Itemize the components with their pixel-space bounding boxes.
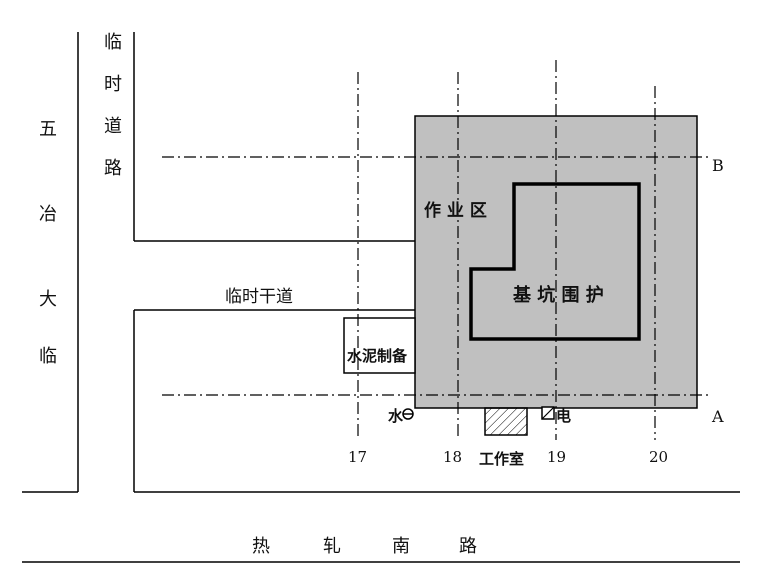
temp-road-char: 路 bbox=[104, 158, 122, 179]
cement-prep-station bbox=[343, 317, 416, 374]
water-label: 水 bbox=[388, 407, 404, 425]
south-road-char: 路 bbox=[459, 536, 477, 557]
pit-support-label: 基 坑 围 护 bbox=[513, 285, 604, 306]
electricity-label: 电 bbox=[556, 407, 572, 425]
axis-18-label: 18 bbox=[443, 448, 463, 466]
south-road-char: 轧 bbox=[323, 536, 341, 557]
south-road-char: 热 bbox=[252, 536, 270, 557]
temp-road-char: 道 bbox=[104, 116, 122, 137]
south-road-char: 南 bbox=[392, 536, 410, 557]
wuye-road-char: 大 bbox=[39, 289, 57, 310]
axis-20-label: 20 bbox=[649, 448, 669, 466]
wuye-road-char: 临 bbox=[39, 346, 57, 367]
cement-prep-label: 水泥制备 bbox=[347, 347, 408, 365]
office-label: 工作室 bbox=[479, 450, 525, 468]
work-zone-label: 作 业 区 bbox=[424, 201, 487, 221]
axis-17-label: 17 bbox=[348, 448, 368, 466]
axis-a-label: A bbox=[712, 407, 724, 426]
temp-trunk-road-label: 临时干道 bbox=[225, 287, 293, 307]
wuye-road-char: 冶 bbox=[39, 204, 57, 225]
pit-support-outline bbox=[469, 182, 641, 341]
wuye-road-char: 五 bbox=[39, 119, 57, 140]
electricity-symbol-diag bbox=[541, 406, 555, 420]
axis-b-label: B bbox=[712, 156, 724, 175]
office-hatched-box bbox=[484, 407, 528, 436]
axis-19-label: 19 bbox=[547, 448, 567, 466]
temp-road-char: 时 bbox=[104, 74, 122, 95]
temp-road-char: 临 bbox=[104, 32, 122, 53]
